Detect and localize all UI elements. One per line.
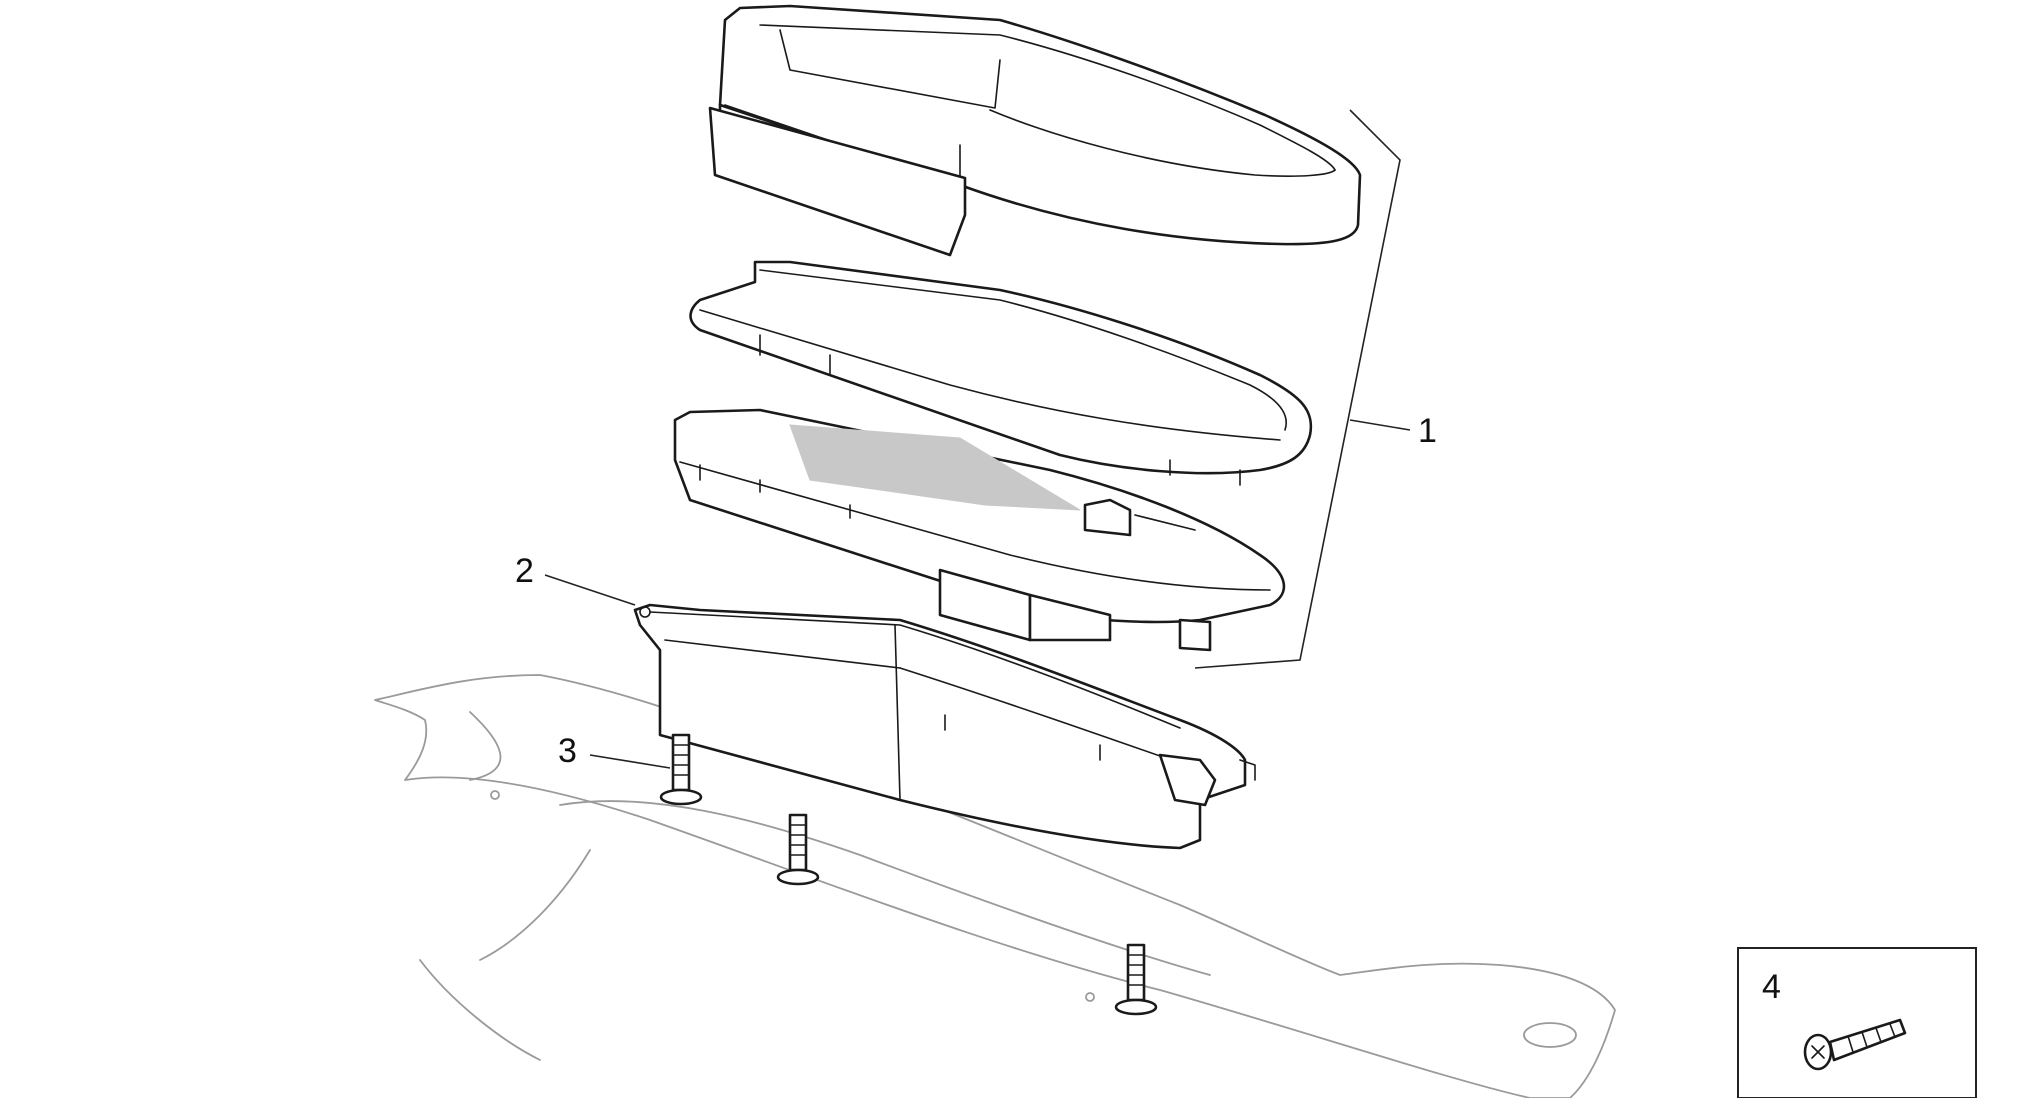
screw-1 xyxy=(659,733,703,806)
inset-box-part-4: 4 xyxy=(1737,947,1977,1098)
lcd-screen xyxy=(789,424,1081,511)
callout-label-1: 1 xyxy=(1418,412,1437,450)
top-bezel xyxy=(708,4,1362,257)
screw-3 xyxy=(1114,943,1158,1016)
screw-2 xyxy=(776,813,820,886)
callout-label-4: 4 xyxy=(1762,968,1781,1006)
leader-line-1 xyxy=(1349,419,1411,431)
callout-label-3: 3 xyxy=(558,732,577,770)
screw-4-icon xyxy=(1803,1018,1907,1071)
display-unit xyxy=(673,408,1286,652)
callout-label-2: 2 xyxy=(515,552,534,590)
leader-line-3 xyxy=(589,754,671,769)
rear-housing xyxy=(633,603,1256,850)
callout-1-group-bracket xyxy=(1194,109,1401,669)
lens-glass xyxy=(689,260,1313,486)
leader-line-2 xyxy=(544,574,636,606)
